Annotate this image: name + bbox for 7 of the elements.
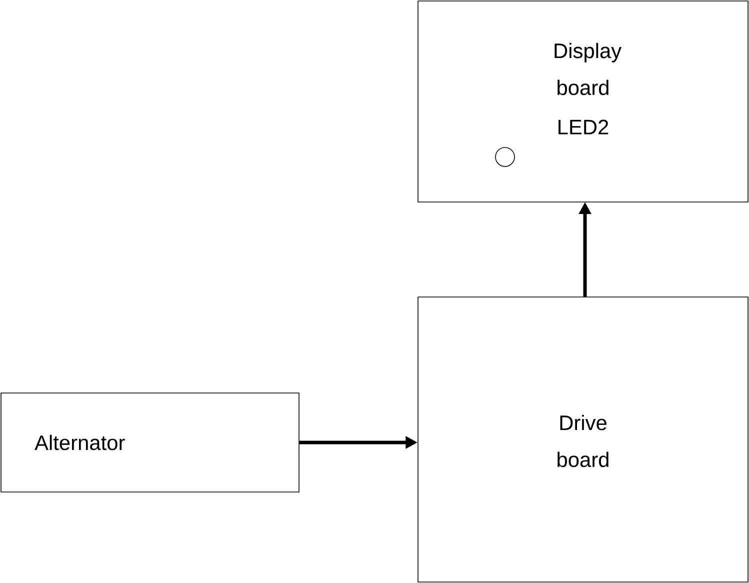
block-label: Display board (554, 42, 622, 96)
block-box (418, 0, 748, 202)
block-box (0, 392, 300, 492)
block-label: Alternator (34, 434, 125, 450)
led-label: LED2 (558, 120, 608, 134)
block-box (418, 296, 748, 582)
block-label: Drive board (558, 414, 608, 468)
